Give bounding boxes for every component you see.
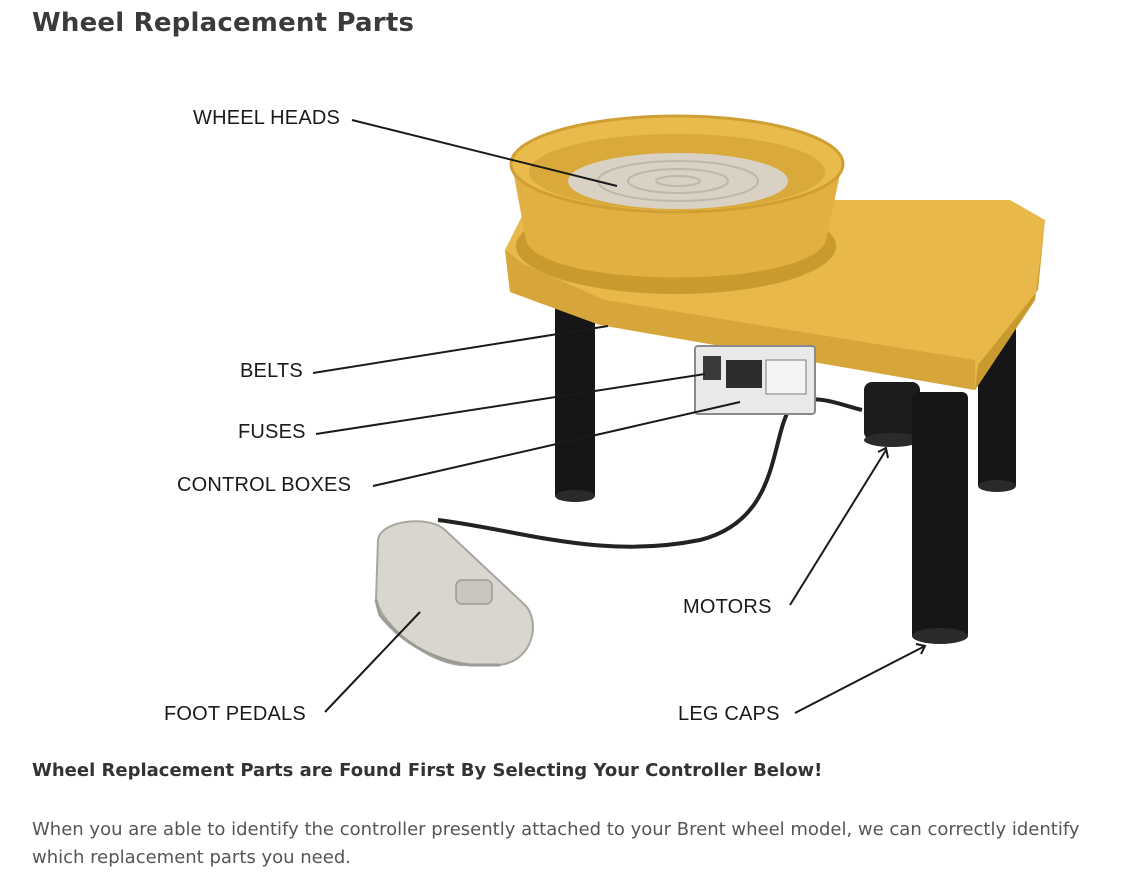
control-box-fuse-holder	[726, 360, 762, 388]
front-leg	[912, 392, 968, 640]
motor	[864, 382, 920, 440]
callout-fuses: FUSES	[238, 421, 306, 443]
callout-leg-caps: LEG CAPS	[678, 703, 780, 725]
controller-selection-intro: When you are able to identify the contro…	[32, 819, 1080, 868]
foot-pedal	[374, 520, 534, 666]
page-title: Wheel Replacement Parts	[32, 8, 415, 38]
controller-selection-heading: Wheel Replacement Parts are Found First …	[32, 760, 823, 781]
callout-belts: BELTS	[240, 360, 303, 382]
callout-wheel-heads: WHEEL HEADS	[193, 107, 341, 129]
leg-cap-back-left	[555, 490, 595, 502]
leader-line-belts	[312, 325, 609, 374]
callout-foot-pedals: FOOT PEDALS	[164, 703, 306, 725]
leader-line-leg-caps-arrow	[915, 643, 927, 655]
leg-cap-front	[912, 628, 968, 644]
leader-line-leg-caps	[794, 645, 926, 714]
wheel-table-front-edge	[505, 250, 975, 390]
pottery-wheel-illustration	[312, 114, 1045, 714]
foot-pedal-cable	[437, 397, 863, 549]
back-leg-left	[555, 300, 595, 500]
control-box-switch	[703, 356, 721, 380]
leg-cap-back-right	[978, 480, 1016, 492]
leader-line-wheel-heads	[351, 119, 618, 187]
leader-line-control-boxes	[372, 401, 741, 487]
leader-line-fuses	[315, 373, 706, 435]
callout-control-boxes: CONTROL BOXES	[177, 474, 352, 496]
leader-line-motors-arrow	[877, 446, 889, 459]
callout-motors: MOTORS	[683, 596, 772, 618]
leader-line-motors	[789, 449, 887, 606]
wheel-parts-diagram: WHEEL HEADS BELTS FUSES CONTROL BOXES MO…	[0, 60, 1136, 740]
leader-line-foot-pedals	[324, 611, 421, 713]
